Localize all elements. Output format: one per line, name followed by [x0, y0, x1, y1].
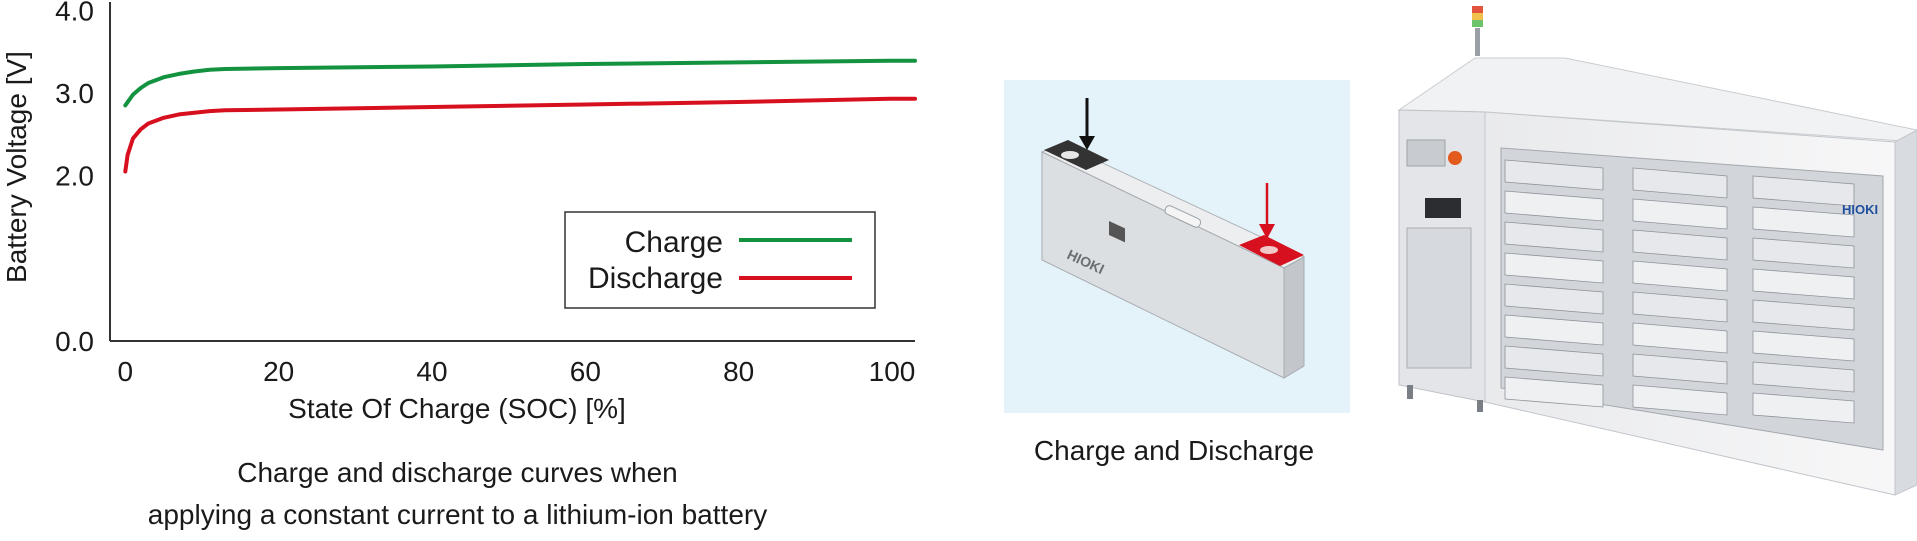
- y-tick-label: 3.0: [55, 78, 94, 109]
- chart-caption-line1: Charge and discharge curves when: [237, 457, 678, 488]
- battery-tray: [1752, 392, 1855, 424]
- battery-tray: [1632, 353, 1728, 385]
- x-axis-label: State Of Charge (SOC) [%]: [288, 393, 626, 424]
- battery-tray: [1752, 268, 1855, 300]
- control-panel-buttons: [1406, 139, 1446, 167]
- battery-tray: [1632, 260, 1728, 292]
- control-modules: [1406, 227, 1472, 369]
- battery-tray: [1752, 237, 1855, 269]
- battery-tray: [1504, 314, 1604, 346]
- battery-tray: [1752, 361, 1855, 393]
- legend-box: [564, 211, 876, 309]
- battery-tray: [1632, 229, 1728, 261]
- voltage-soc-chart: 0 20 40 60 80 100 0.0 2.0 3.0 4.0 Battery Voltage…: [1, 0, 917, 424]
- y-tick-label: 2.0: [55, 161, 94, 192]
- battery-tray: [1632, 291, 1728, 323]
- battery-tray: [1504, 190, 1604, 222]
- x-tick-label: 40: [416, 356, 447, 387]
- foot-left: [1407, 385, 1413, 399]
- battery-tray: [1504, 252, 1604, 284]
- control-display: [1425, 198, 1461, 218]
- y-tick-label: 4.0: [55, 0, 94, 26]
- battery-tray: [1504, 221, 1604, 253]
- y-axis-label: Battery Voltage [V]: [1, 51, 32, 283]
- chart-caption-line2: applying a constant current to a lithium…: [147, 499, 768, 530]
- cell-caption: Charge and Discharge: [1033, 435, 1315, 466]
- chart-series: [123, 58, 917, 174]
- battery-tray: [1504, 159, 1604, 191]
- battery-tray: [1632, 322, 1728, 354]
- x-tick-label: 0: [118, 356, 134, 387]
- series-line-discharge: [123, 96, 917, 174]
- battery-tray: [1632, 384, 1728, 416]
- battery-tray: [1752, 330, 1855, 362]
- chart-ticks: 0 20 40 60 80 100 0.0 2.0 3.0 4.0: [55, 0, 915, 387]
- negative-terminal-cap: [1061, 151, 1079, 159]
- battery-tray: [1632, 198, 1728, 230]
- red-arrow-head: [1259, 224, 1275, 239]
- battery-tray: [1752, 175, 1855, 207]
- signal-light-green: [1472, 20, 1483, 27]
- battery-cell-illustration: HIOKI: [1004, 80, 1350, 413]
- chart-legend: Charge Discharge: [564, 211, 876, 309]
- battery-tray: [1752, 206, 1855, 238]
- x-tick-label: 60: [570, 356, 601, 387]
- cabinet-brand-text: HIOKI: [1842, 202, 1878, 217]
- positive-terminal-cap: [1260, 246, 1278, 254]
- series-line-charge: [123, 58, 917, 108]
- y-tick-label: 0.0: [55, 326, 94, 357]
- x-tick-label: 20: [263, 356, 294, 387]
- battery-tray: [1752, 299, 1855, 331]
- signal-light-red: [1472, 6, 1483, 13]
- qr-code: [1109, 220, 1125, 243]
- emergency-stop: [1448, 151, 1462, 165]
- foot-middle: [1477, 400, 1483, 412]
- signal-tower-pole: [1475, 28, 1480, 56]
- chart-axes: [109, 2, 915, 342]
- battery-tray: [1504, 345, 1604, 377]
- battery-shelves: [1504, 159, 1855, 424]
- chart-caption: Charge and discharge curves when applyin…: [60, 452, 855, 536]
- cabinet-right-side: [1894, 129, 1917, 496]
- cell-side-face: [1283, 256, 1305, 379]
- legend-label-discharge: Discharge: [588, 262, 723, 295]
- legend-label-charge: Charge: [625, 226, 723, 259]
- battery-tray: [1632, 167, 1728, 199]
- x-tick-label: 80: [723, 356, 754, 387]
- vent-slot: [1164, 205, 1202, 228]
- battery-tray: [1504, 376, 1604, 408]
- charge-discharge-test-cabinet: HIOKI: [1397, 6, 1917, 496]
- battery-tray: [1504, 283, 1604, 315]
- signal-light-yellow: [1472, 13, 1483, 20]
- x-tick-label: 100: [869, 356, 916, 387]
- black-arrow-head: [1079, 136, 1095, 150]
